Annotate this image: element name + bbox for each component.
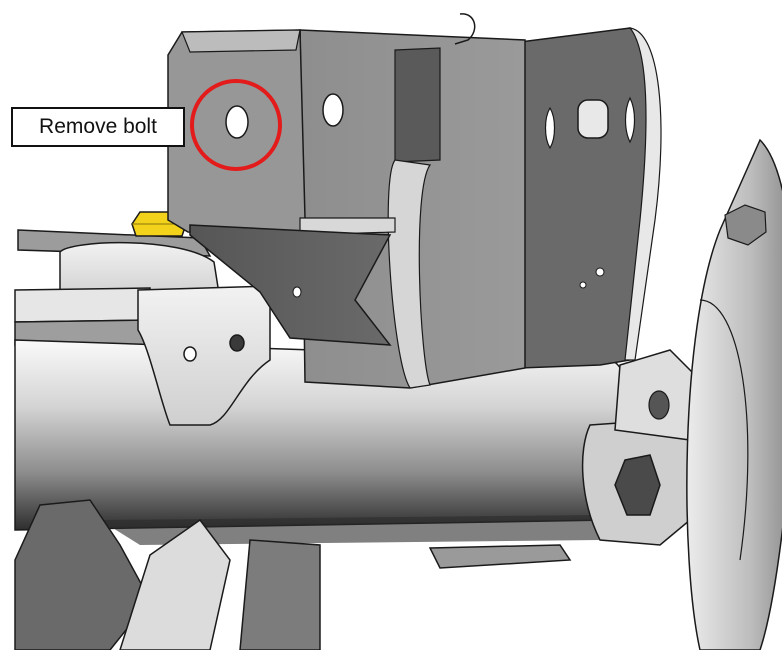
angled-gusset-plate bbox=[189, 224, 392, 346]
axle-end-bracket bbox=[581, 349, 701, 546]
lower-link-arms bbox=[14, 499, 572, 650]
frame-rail bbox=[14, 287, 151, 346]
wheel-hub bbox=[686, 138, 782, 650]
shock-bracket bbox=[167, 29, 396, 236]
callout-label: Remove bolt bbox=[11, 107, 185, 147]
highlight-ring bbox=[190, 79, 282, 171]
right-tower-plate bbox=[519, 27, 662, 369]
axle-mount-bracket bbox=[137, 285, 271, 426]
